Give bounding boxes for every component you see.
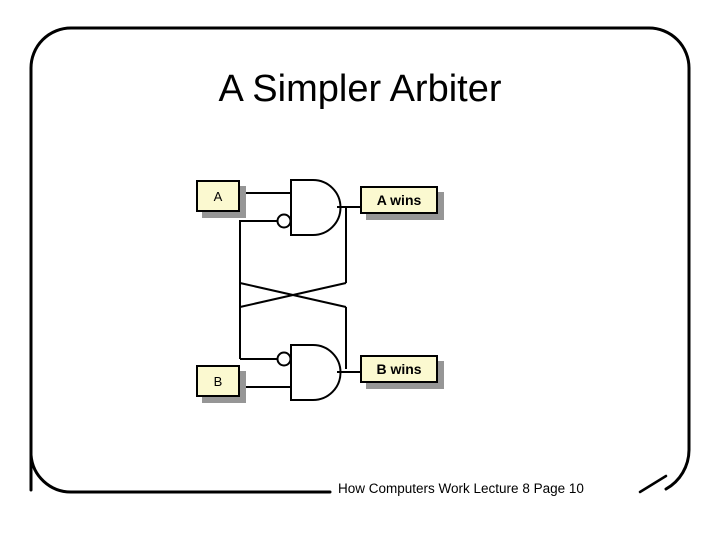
footer-text: How Computers Work Lecture 8 Page 10 xyxy=(338,481,584,496)
input-b-box[interactable]: B xyxy=(196,365,240,397)
gate-bottom-body xyxy=(290,344,342,401)
output-b-wins-box[interactable]: B wins xyxy=(360,355,438,383)
gate-top-body xyxy=(290,179,342,236)
gate-bottom-inversion-bubble xyxy=(276,351,292,367)
gate-top-inversion-bubble xyxy=(276,213,292,229)
wire-gate-top-feedback-in xyxy=(239,220,278,307)
wire-cross-b-to-a xyxy=(239,282,347,308)
output-a-wins-box[interactable]: A wins xyxy=(360,186,438,214)
input-a-box[interactable]: A xyxy=(196,180,240,212)
page-title: A Simpler Arbiter xyxy=(218,68,502,110)
